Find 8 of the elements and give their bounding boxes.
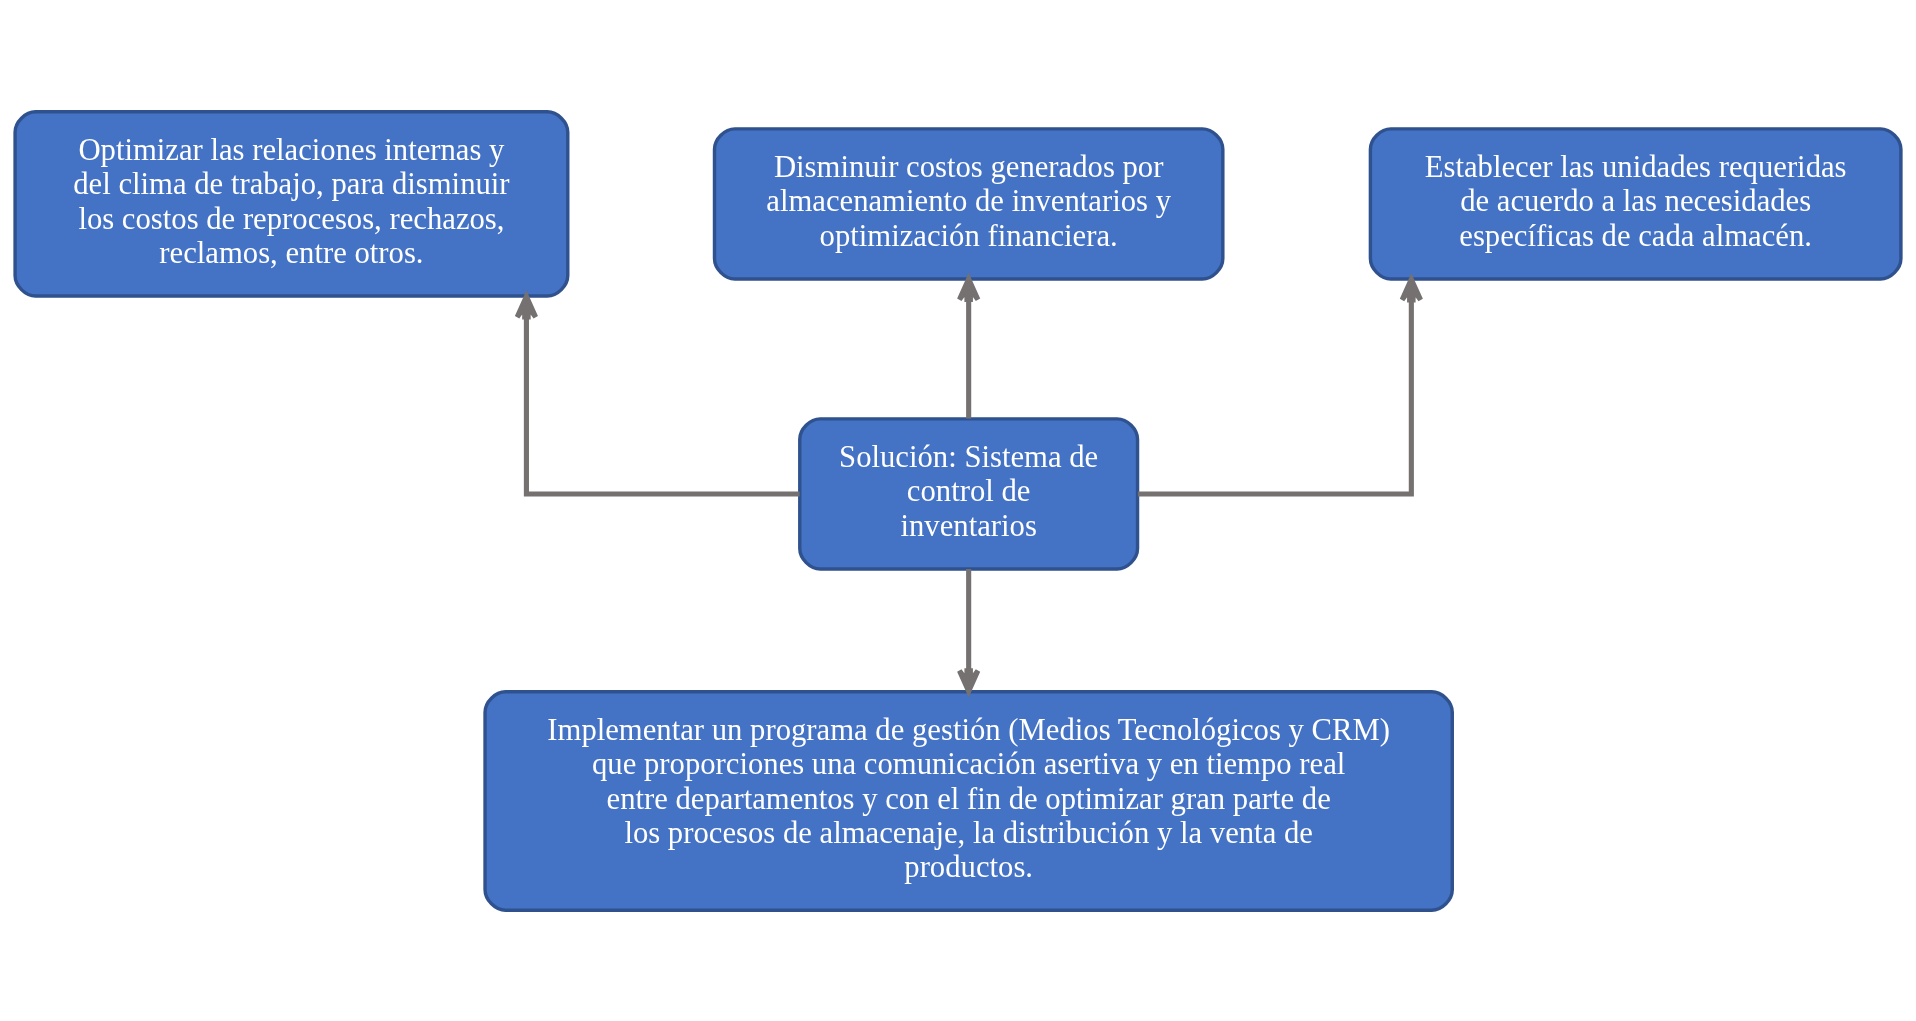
arrow: [1137, 276, 1424, 496]
node-box: Solución: Sistema de control de inventarios: [798, 416, 1140, 571]
node-box: Optimizar las relaciones internas y del clima de trabajo, para disminuir los costos de reprocesos, rechazos, reclamos, entre otros.: [13, 109, 570, 298]
arrow: [514, 293, 800, 496]
node-box: Disminuir costos generados por almacenamiento de inventarios y optimización financiera.: [712, 126, 1225, 281]
node-box: Implementar un programa de gestión (Medios Tecnológicos y CRM) que proporciones una comunicación asertiva y en tiempo real entre departamentos y con el fin de optimizar gran parte de los procesos de almacenaje, la distribución y la venta de productos.: [483, 689, 1454, 912]
node-box: Establecer las unidades requeridas de acuerdo a las necesidades específicas de cada almacén.: [1368, 126, 1903, 281]
arrow: [956, 275, 981, 418]
